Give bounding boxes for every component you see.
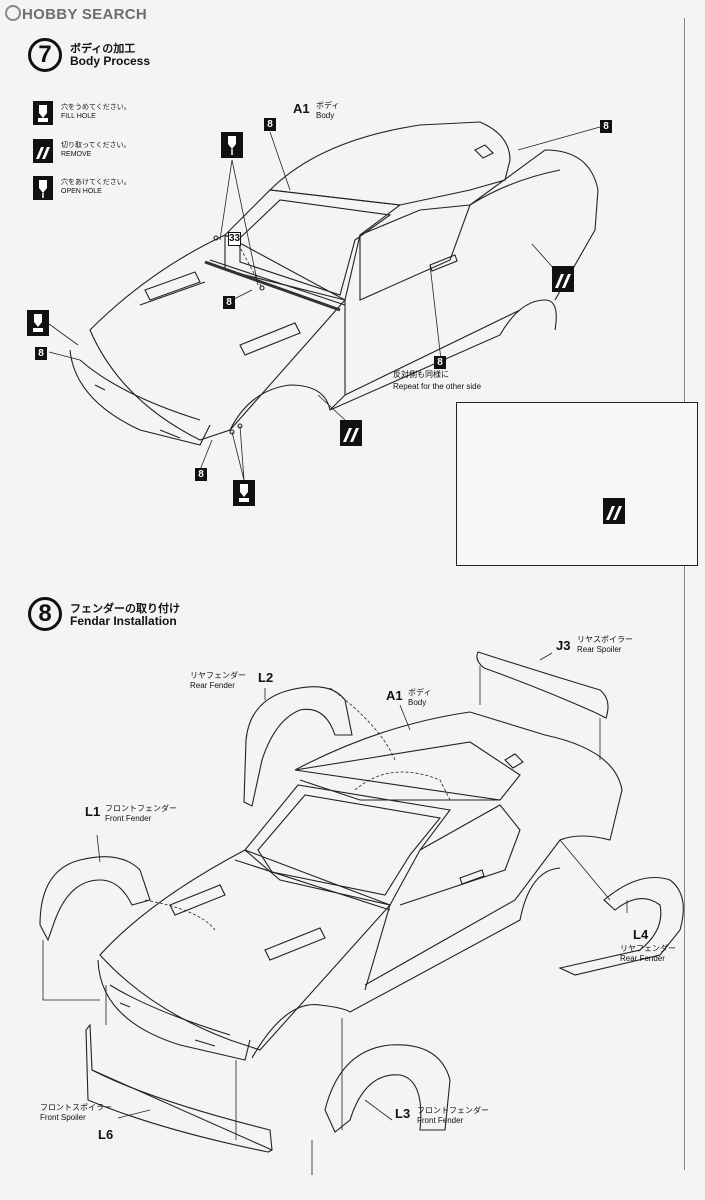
l4-jp: リヤフェンダー (620, 944, 676, 953)
callout-8: 8 (434, 356, 446, 369)
step-7-a1-jp: ボディ (316, 101, 340, 110)
legend-fill-hole-en: FILL HOLE (61, 113, 96, 120)
step-8-number: 8 (28, 597, 62, 631)
legend-remove-jp: 切り取ってください。 (61, 142, 131, 149)
remove-icon (603, 498, 625, 524)
callout-33: 33 (228, 232, 241, 246)
callout-8: 8 (264, 118, 276, 131)
step-8-title-en: Fendar Installation (70, 614, 177, 628)
callout-8: 8 (223, 296, 235, 309)
step-7-number: 7 (28, 38, 62, 72)
remove-icon (552, 266, 574, 292)
l3-id: L3 (395, 1106, 411, 1121)
fill-hole-icon (233, 480, 255, 506)
callout-8: 8 (195, 468, 207, 481)
hobby-search-logo: HOBBY SEARCH (5, 5, 147, 23)
legend-open-hole-en: OPEN HOLE (61, 188, 102, 195)
repeat-note-en: Repeat for the other side (393, 382, 482, 391)
legend-fill-hole-jp: 穴をうめてください。 (61, 104, 131, 111)
j3-en: Rear Spoiler (577, 645, 622, 654)
callout-8: 8 (600, 120, 612, 133)
open-hole-icon (221, 132, 243, 158)
legend-remove-en: REMOVE (61, 151, 92, 158)
j3-jp: リヤスポイラー (577, 635, 633, 644)
l1-en: Front Fender (105, 814, 152, 823)
l6-en: Front Spoiler (40, 1113, 86, 1122)
l1-id: L1 (85, 804, 101, 819)
step-7-title-jp: ボディの加工 (70, 43, 136, 55)
j3-id: J3 (556, 638, 571, 653)
l2-id: L2 (258, 670, 274, 685)
l2-en: Rear Fender (190, 681, 235, 690)
repeat-note-jp: 反対側も同様に (393, 370, 449, 379)
l3-jp: フロントフェンダー (417, 1106, 489, 1115)
fill-hole-icon (27, 310, 49, 336)
l2-jp: リヤフェンダー (190, 671, 246, 680)
l3-en: Front Fender (417, 1116, 464, 1125)
l6-id: L6 (98, 1127, 114, 1142)
l6-jp: フロントスポイラー (40, 1103, 112, 1112)
remove-icon (33, 139, 53, 163)
l1-jp: フロントフェンダー (105, 804, 177, 813)
page-margin-line (684, 18, 685, 1170)
l4-en: Rear Fender (620, 954, 665, 963)
step-7-a1-en: Body (316, 111, 335, 120)
step-8-title-jp: フェンダーの取り付け (70, 603, 180, 615)
remove-icon (340, 420, 362, 446)
a1-id: A1 (386, 688, 403, 703)
rear-detail-inset (456, 402, 698, 566)
open-hole-icon (33, 176, 53, 200)
step-7-title-en: Body Process (70, 54, 151, 68)
l4-id: L4 (633, 927, 649, 942)
a1-jp: ボディ (408, 688, 432, 697)
fill-hole-icon (33, 101, 53, 125)
callout-8: 8 (35, 347, 47, 360)
legend-open-hole-jp: 穴をあけてください。 (61, 179, 131, 186)
a1-en: Body (408, 698, 427, 707)
step-7-a1-id: A1 (293, 101, 310, 116)
